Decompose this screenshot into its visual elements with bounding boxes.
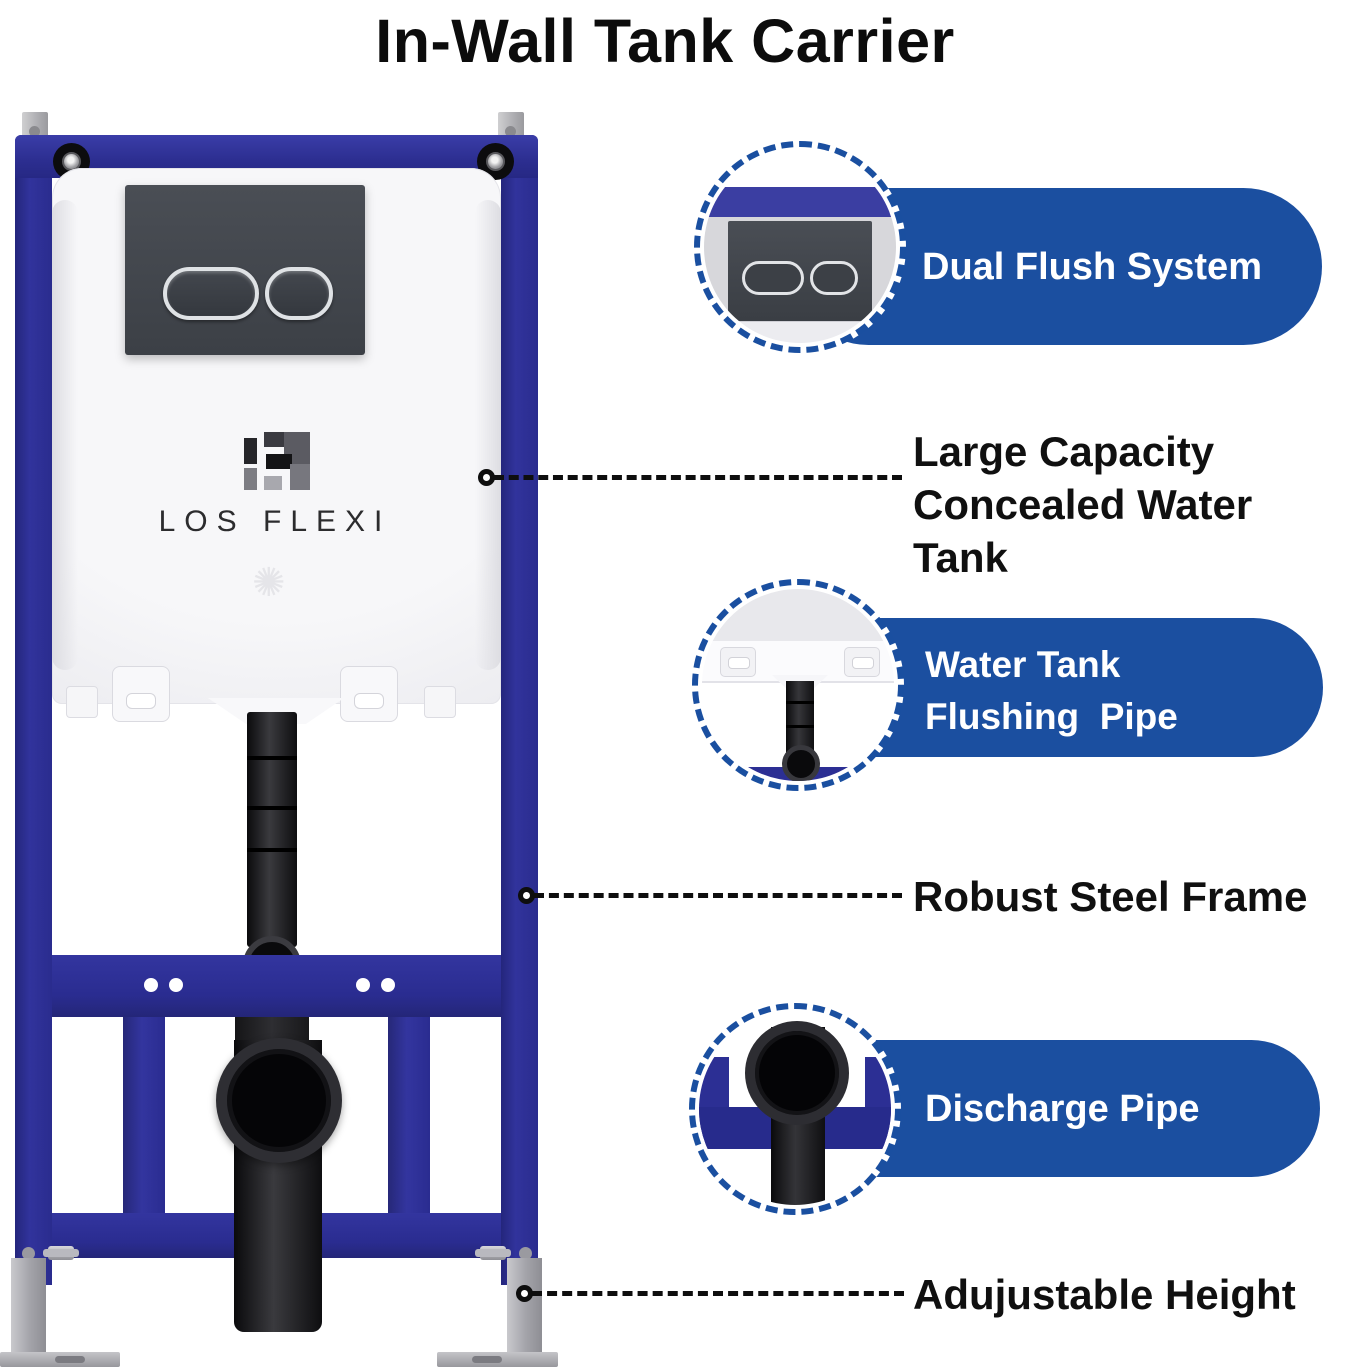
tank-foot-tab <box>424 686 456 718</box>
dual-flush-zoom-view <box>704 151 896 343</box>
bracket-slot <box>354 693 384 709</box>
flush-button-small-detail <box>810 261 858 295</box>
frame-crossbar-upper <box>52 955 501 1017</box>
base-plate-hole <box>472 1356 502 1363</box>
frame-label: Robust Steel Frame <box>913 873 1308 920</box>
adjustable-foot-left <box>11 1258 46 1358</box>
crossbar-hole <box>169 978 183 992</box>
discharge-elbow-detail <box>745 1021 849 1125</box>
discharge-zoom-circle <box>689 1003 901 1215</box>
snowflake-watermark-icon: ✺ <box>252 561 286 605</box>
tank-shading <box>52 200 78 670</box>
pipe-ring <box>247 848 297 852</box>
tank-edge-detail <box>704 321 896 343</box>
pipe-ring <box>247 806 297 810</box>
discharge-label: Discharge Pipe <box>925 1088 1200 1130</box>
tank-bracket <box>112 666 170 722</box>
dual-flush-zoom-circle <box>694 141 906 353</box>
pipe-ring <box>247 756 297 760</box>
frame-bar-detail <box>704 187 896 217</box>
flush-button-large <box>163 267 259 320</box>
frame-rail-left <box>15 135 52 1285</box>
bracket-slot <box>126 693 156 709</box>
flush-plate-detail <box>728 221 872 321</box>
flushing-pipe-label-line2: Flushing Pipe <box>925 696 1178 737</box>
tank-label-line1: Large Capacity <box>913 428 1215 475</box>
tank-leader-dot-icon <box>478 469 495 486</box>
frame-post-right <box>388 1017 430 1217</box>
crossbar-hole <box>381 978 395 992</box>
discharge-pipe-elbow <box>216 1038 342 1163</box>
bracket-slot-detail <box>852 657 874 669</box>
adjustment-screw-left <box>43 1246 79 1260</box>
adjustment-screw-right <box>475 1246 511 1260</box>
frame-leader-line <box>534 893 902 898</box>
tank-bracket <box>340 666 398 722</box>
tank-label: Large Capacity Concealed Water Tank <box>913 425 1355 584</box>
page-title: In-Wall Tank Carrier <box>375 7 955 75</box>
rail-bolt <box>519 1247 532 1260</box>
pipe-elbow-detail <box>782 745 820 781</box>
logo-text: LOS FLEXI <box>158 505 392 538</box>
tank-leader-line <box>494 475 902 480</box>
height-label: Adujustable Height <box>913 1271 1296 1318</box>
flush-button-large-detail <box>742 261 804 295</box>
flushing-pipe-label-line1: Water Tank <box>925 644 1121 685</box>
crossbar-hole <box>356 978 370 992</box>
tank-detail <box>702 589 894 641</box>
adjustable-foot-right <box>507 1258 542 1358</box>
crossbar-hole <box>144 978 158 992</box>
flushing-pipe-zoom-circle <box>692 579 904 791</box>
base-plate-hole <box>55 1356 85 1363</box>
los-flexi-logo-icon <box>244 432 310 494</box>
tab-hole-icon <box>505 126 516 137</box>
tab-hole-icon <box>29 126 40 137</box>
tank-shading <box>475 200 501 670</box>
frame-leader-dot-icon <box>518 887 535 904</box>
pipe-ring-detail <box>786 725 814 728</box>
tank-label-line2: Concealed Water Tank <box>913 481 1253 581</box>
frame-post-left <box>123 1017 165 1217</box>
tank-foot-tab <box>66 686 98 718</box>
frame-rail-right <box>501 135 538 1285</box>
corner-bolt-right <box>477 143 514 180</box>
rail-bolt <box>22 1247 35 1260</box>
flushing-pipe <box>247 712 297 947</box>
flush-button-small <box>265 267 333 320</box>
height-leader-dot-icon <box>516 1285 533 1302</box>
flush-plate <box>125 185 365 355</box>
screw-icon <box>486 152 505 171</box>
bracket-slot-detail <box>728 657 750 669</box>
dual-flush-label: Dual Flush System <box>922 246 1262 288</box>
discharge-zoom-view <box>699 1013 891 1205</box>
height-leader-line <box>532 1291 904 1296</box>
pipe-ring-detail <box>786 701 814 704</box>
flushing-pipe-zoom-view <box>702 589 894 781</box>
